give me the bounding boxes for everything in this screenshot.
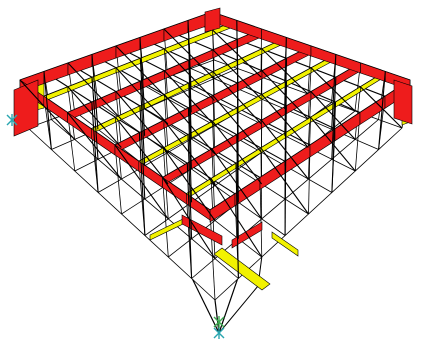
support-leg xyxy=(192,279,220,334)
axis-triad-icon xyxy=(213,316,225,328)
red-diagram-band xyxy=(43,62,69,84)
bracing-members xyxy=(19,20,403,279)
web-diagonal xyxy=(236,20,239,89)
yellow-diagram-band xyxy=(213,247,271,291)
web-diagonal xyxy=(310,67,356,112)
web-diagonal xyxy=(310,91,356,140)
yellow-diagram-band xyxy=(271,231,299,257)
yellow-diagram-band xyxy=(91,67,117,83)
web-diagonal xyxy=(212,95,262,153)
web-diagonal xyxy=(91,102,99,193)
web-diagonal xyxy=(261,48,309,95)
vertical-member xyxy=(114,144,122,215)
web-diagonal xyxy=(212,120,263,185)
red-diagram-band xyxy=(67,54,93,76)
web-diagonal xyxy=(43,71,52,150)
web-diagonal xyxy=(162,147,216,221)
yellow-diagram-band xyxy=(235,147,262,169)
red-diagram-band xyxy=(115,37,141,59)
support-leg xyxy=(218,279,238,334)
yellow-diagram-band xyxy=(212,107,238,127)
web-diagonal xyxy=(331,54,337,130)
yellow-diagram-band xyxy=(285,116,311,139)
red-diagram-band xyxy=(13,79,39,137)
fixed-support-icon xyxy=(213,327,225,339)
support-leg xyxy=(218,285,259,334)
web-diagonal xyxy=(284,58,288,136)
web-diagonal xyxy=(210,178,263,258)
web-diagonal xyxy=(360,86,403,129)
web-diagonal xyxy=(284,81,288,166)
web-diagonal xyxy=(378,71,386,150)
yellow-diagram-band xyxy=(237,93,263,114)
vertical-member xyxy=(354,86,361,140)
red-diagram-band xyxy=(236,119,262,144)
web-diagonal xyxy=(187,20,192,89)
red-diagram-band xyxy=(140,70,165,90)
web-diagonal xyxy=(211,148,263,220)
web-diagonal xyxy=(284,37,287,110)
red-diagram-band xyxy=(285,91,312,115)
red-diagram-band xyxy=(204,7,221,33)
red-diagram-band xyxy=(393,79,413,125)
web-diagonal xyxy=(91,54,99,130)
yellow-diagram-band xyxy=(115,57,141,74)
web-diagonal xyxy=(138,132,146,236)
red-diagram-band xyxy=(284,144,311,174)
supports-group xyxy=(6,114,225,339)
red-diagram-band xyxy=(91,45,117,67)
yellow-diagram-band xyxy=(140,48,165,64)
web-diagonal xyxy=(162,177,216,259)
red-diagram-band xyxy=(186,193,211,221)
web-diagonal xyxy=(139,37,145,110)
fixed-support-icon xyxy=(6,114,18,126)
yellow-diagram-band xyxy=(115,105,141,123)
yellow-diagram-band xyxy=(188,29,213,45)
web-diagonal xyxy=(91,77,99,160)
red-diagram-group xyxy=(13,7,413,249)
web-diagonal xyxy=(260,147,309,215)
red-diagram-band xyxy=(139,28,165,50)
vertical-member xyxy=(162,177,169,258)
